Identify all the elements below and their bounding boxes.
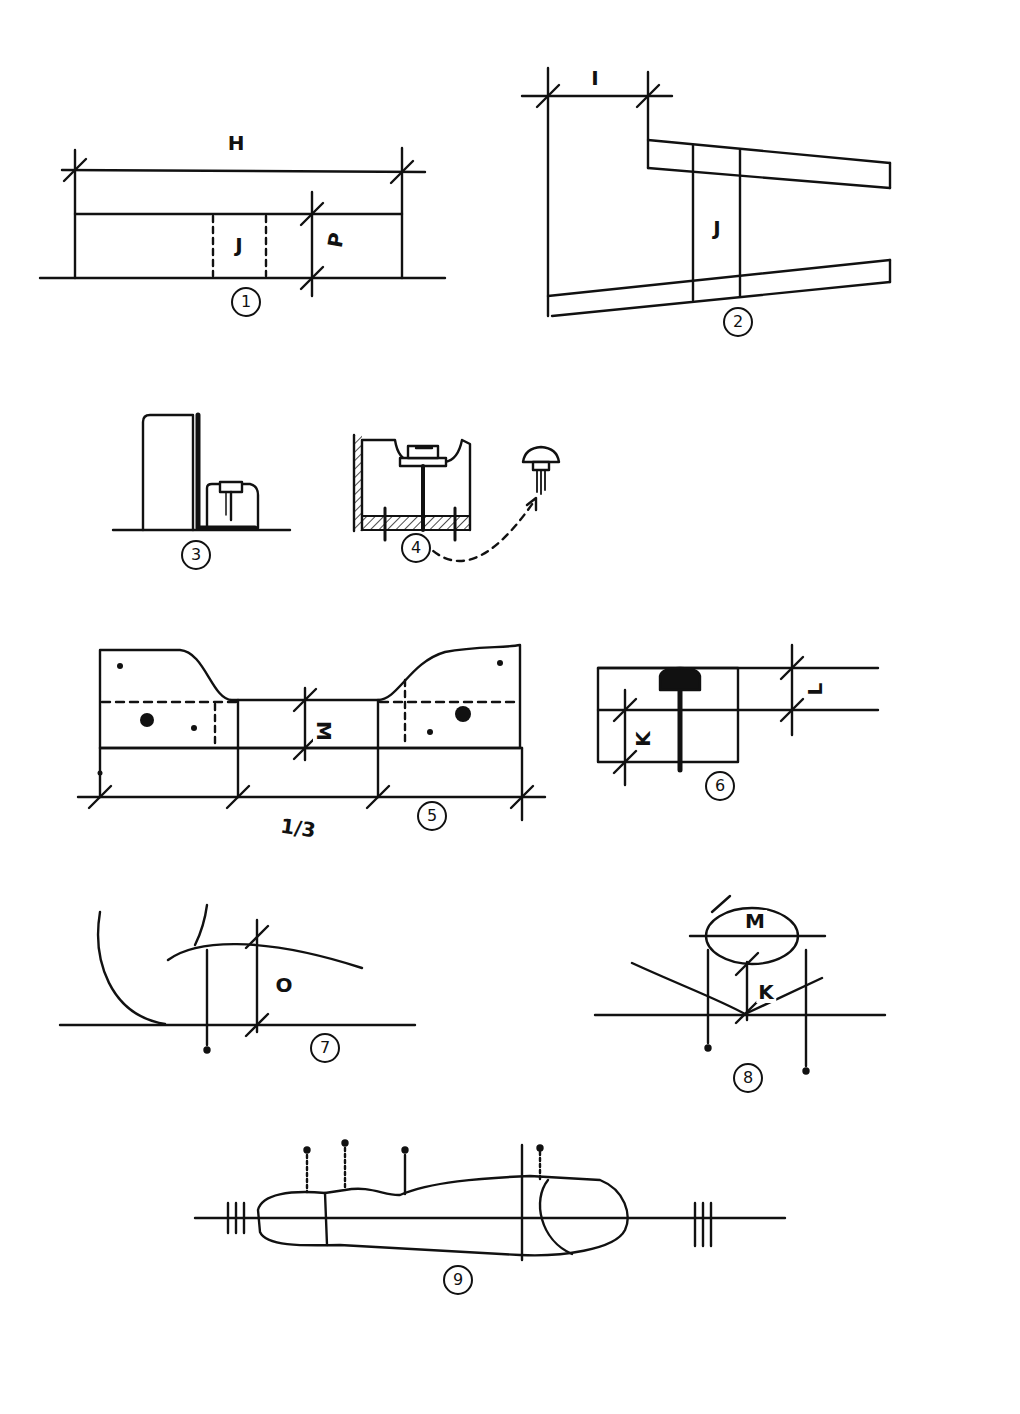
figure-number: 5 [427,808,437,824]
figure-number: 3 [191,547,201,563]
figure-number: 2 [733,314,743,330]
figure-number: 8 [743,1070,753,1086]
dimension-letter: O [273,974,294,996]
figure-number-circle: 7 [310,1033,340,1063]
figure-number-circle: 3 [181,540,211,570]
figure-number: 7 [320,1040,330,1056]
figure-number-circle: 2 [723,307,753,337]
figure-number-circle: 4 [401,533,431,563]
dimension-letter: L [804,681,826,698]
dimension-letter: 1/3 [277,814,319,841]
figure-number-circle: 8 [733,1063,763,1093]
figure-number: 1 [241,294,251,310]
figure-number: 4 [411,540,421,556]
dimension-letter: K [756,981,776,1003]
figure-number: 9 [453,1272,463,1288]
dimension-letter: M [743,910,767,932]
dimension-letter: K [632,729,654,749]
dimension-letter: J [233,234,244,256]
dimension-letter: H [226,132,247,154]
figure-number-circle: 9 [443,1265,473,1295]
figure-number-circle: 6 [705,771,735,801]
dimension-letter: M [313,719,335,743]
dimension-letter: P [324,229,349,251]
figure-number: 6 [715,778,725,794]
dimension-letter: J [711,217,722,239]
figure-number-circle: 5 [417,801,447,831]
figure-number-circle: 1 [231,287,261,317]
dimension-letter: I [589,67,600,89]
